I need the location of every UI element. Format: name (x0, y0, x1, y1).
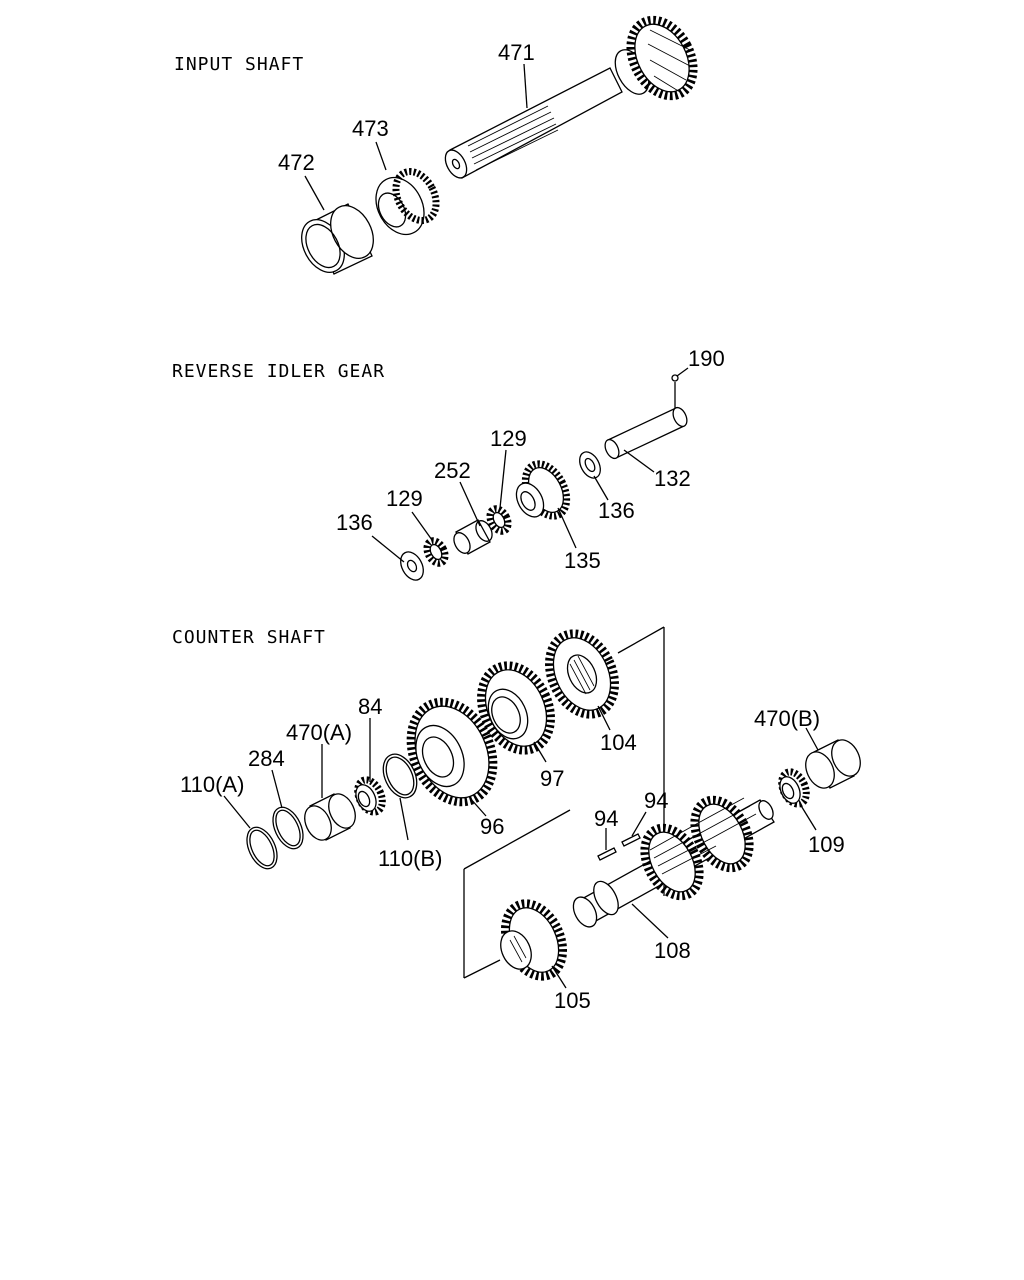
callout-190: 190 (688, 346, 725, 371)
leader-136-upper (593, 475, 609, 501)
leader-252 (459, 481, 481, 527)
callout-471: 471 (498, 40, 535, 65)
leader-136-lower (371, 535, 405, 563)
callout-129-lower: 129 (386, 486, 423, 511)
callout-96: 96 (480, 814, 504, 839)
gear-97 (477, 661, 555, 755)
section-title-counter-shaft: COUNTER SHAFT (172, 627, 326, 648)
shim-284 (272, 806, 304, 850)
callout-470a: 470(A) (286, 720, 352, 745)
leader-96 (469, 797, 487, 817)
bearing-cup-470b (805, 739, 861, 789)
leader-104 (597, 705, 611, 731)
leader-110b (399, 797, 409, 841)
thrust-washer-136-upper (579, 451, 601, 479)
leader-471 (523, 63, 528, 109)
section-title-input-shaft: INPUT SHAFT (174, 54, 304, 75)
gear-105 (500, 899, 568, 981)
bearing-109 (778, 768, 810, 808)
callout-97: 97 (540, 766, 564, 791)
plug-190 (671, 374, 679, 382)
leader-94-right (631, 811, 647, 837)
callout-105: 105 (554, 988, 591, 1013)
reverse-idler-gear-135 (515, 460, 571, 520)
key-94-left (597, 847, 617, 861)
leader-473 (375, 141, 387, 171)
callout-110a: 110(A) (180, 772, 244, 797)
bearing-84 (354, 776, 386, 816)
snap-ring-110b (382, 753, 418, 799)
needle-bearing-129-upper (486, 505, 512, 535)
leader-135 (557, 507, 577, 549)
callout-109: 109 (808, 832, 845, 857)
bearing-cup-470a (304, 793, 356, 841)
leader-284 (271, 769, 283, 809)
callout-132: 132 (654, 466, 691, 491)
needle-bearing-129-lower (423, 537, 449, 567)
callout-104: 104 (600, 730, 637, 755)
leader-110a (223, 795, 251, 829)
leader-129-lower (411, 511, 433, 541)
gear-104 (545, 629, 619, 719)
callout-252: 252 (434, 458, 471, 483)
leader-97 (533, 741, 547, 763)
callout-472: 472 (278, 150, 315, 175)
idler-shaft-132 (604, 406, 688, 460)
callout-108: 108 (654, 938, 691, 963)
snap-ring-110a (246, 826, 278, 870)
callout-136-upper: 136 (598, 498, 635, 523)
leader-472 (304, 175, 325, 211)
leader-108 (631, 903, 669, 939)
key-94-right (621, 833, 641, 847)
callout-135: 135 (564, 548, 601, 573)
callout-129-upper: 129 (490, 426, 527, 451)
callout-84: 84 (358, 694, 382, 719)
callout-284: 284 (248, 746, 285, 771)
callout-94-right: 94 (644, 788, 668, 813)
section-title-reverse-idler-gear: REVERSE IDLER GEAR (172, 361, 385, 382)
callout-473: 473 (352, 116, 389, 141)
gear-96 (406, 697, 498, 807)
leader-132 (623, 449, 655, 473)
callout-110b: 110(B) (378, 846, 442, 871)
counter-shaft-108 (572, 795, 775, 928)
spacer-252 (453, 519, 493, 555)
leader-105 (551, 965, 567, 989)
thrust-washer-136-lower (400, 551, 424, 581)
input-shaft-part (444, 15, 698, 179)
callout-470b: 470(B) (754, 706, 820, 731)
counter-shaft-splines (649, 797, 757, 875)
leader-109 (799, 803, 817, 831)
leader-470b (805, 727, 819, 751)
leader-190 (676, 367, 689, 377)
tapered-roller-bearing-473 (375, 168, 440, 236)
callout-136-lower: 136 (336, 510, 373, 535)
input-shaft-splines (467, 105, 559, 171)
callout-94-left: 94 (594, 806, 618, 831)
leader-129-upper (499, 449, 507, 509)
bearing-cup-472 (301, 203, 374, 275)
